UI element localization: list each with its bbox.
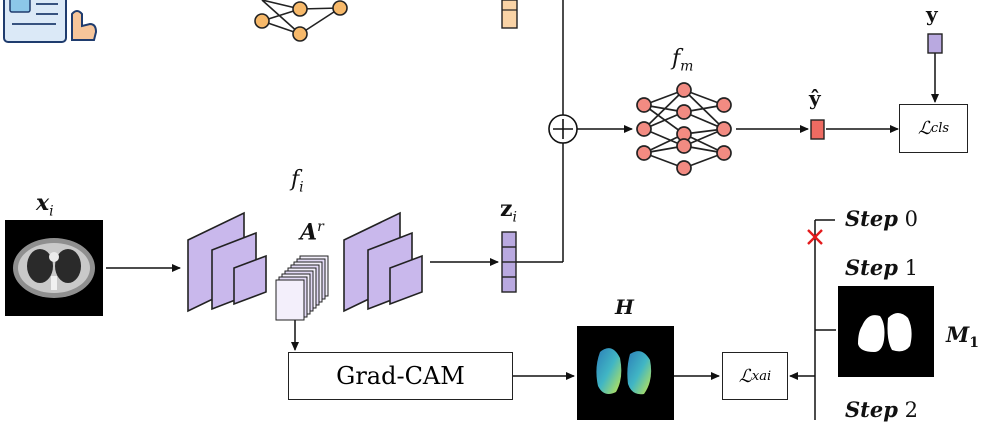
encoder-conv-blocks-left bbox=[187, 211, 267, 313]
fi-label: fi bbox=[291, 167, 304, 196]
loss-xai-symbol: ℒ bbox=[738, 365, 752, 387]
mask-label: M1 bbox=[946, 322, 979, 352]
step1-label: Step 1 bbox=[845, 255, 918, 280]
heatmap-image bbox=[577, 326, 674, 420]
xi-label: xi bbox=[36, 190, 54, 220]
top-feature-bar bbox=[501, 0, 518, 29]
top-mlp-icon bbox=[254, 0, 348, 42]
connectors bbox=[106, 0, 939, 420]
y-label: y bbox=[926, 2, 938, 26]
fm-network-icon bbox=[636, 82, 732, 176]
mask-image bbox=[838, 286, 934, 377]
y-bar bbox=[927, 33, 943, 54]
loss-cls-symbol: ℒ bbox=[917, 118, 931, 139]
heatmap-label: H bbox=[615, 295, 634, 319]
step0-label: Step 0 bbox=[845, 206, 918, 231]
grad-cam-label: Grad-CAM bbox=[336, 362, 465, 390]
loss-xai-subscript: xai bbox=[751, 368, 772, 384]
y-hat-bar bbox=[810, 119, 825, 140]
step2-label: Step 2 bbox=[845, 397, 918, 422]
zi-label: zi bbox=[500, 196, 517, 226]
ct-input-image bbox=[5, 220, 103, 316]
activation-stack bbox=[275, 255, 329, 321]
circled-plus-icon bbox=[548, 114, 578, 144]
red-cross-icon bbox=[807, 229, 823, 245]
clipboard-hand-icon bbox=[3, 0, 98, 43]
encoder-conv-blocks-right bbox=[343, 211, 423, 313]
loss-cls-subscript: cls bbox=[930, 121, 950, 136]
grad-cam-box: Grad-CAM bbox=[288, 352, 513, 400]
activation-label: Ar bbox=[300, 219, 324, 246]
y-hat-label: ŷ bbox=[809, 86, 821, 110]
z-vector bbox=[501, 231, 517, 293]
fm-label: fm bbox=[672, 46, 694, 75]
